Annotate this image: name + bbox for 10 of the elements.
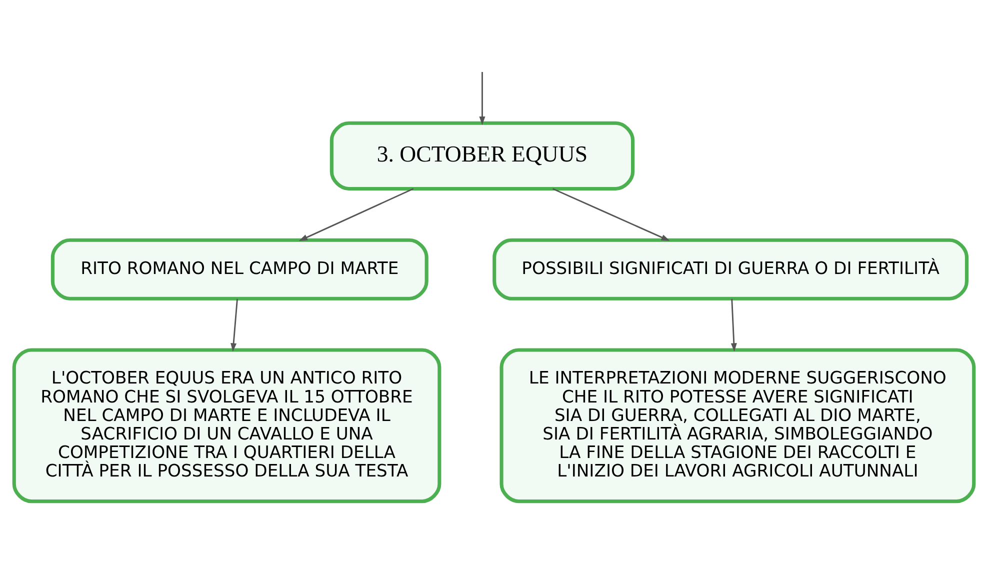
arrow — [552, 188, 670, 240]
node-box: 3. OCTOBER EQUUS — [330, 120, 635, 190]
node-box: L'OCTOBER EQUUS ERA UN ANTICO RITO ROMANO CHE SI SVOLGEVA IL 15 OTTOBRE NEL CAMPO DI MARTE E INCLUDEVA IL SACRIFICIO DI UN CAVALLO E UNA COMPETIZIONE TRA I QUARTIERI DELLA CITTÀ PER IL POSSESSO DELLA SUA TESTA — [12, 348, 442, 503]
node-box: POSSIBILI SIGNIFICATI DI GUERRA O DI FERTILITÀ — [492, 238, 968, 300]
node-box: LE INTERPRETAZIONI MODERNE SUGGERISCONO CHE IL RITO POTESSE AVERE SIGNIFICATI SIA DI GUERRA, COLLEGATI AL DIO MARTE, SIA DI FERTILITÀ AGRARIA, SIMBOLEGGIANDO LA FINE DELLA STAGIONE DEI RACCOLTI E L'INIZIO DEI LAVORI AGRICOLI AUTUNNALI — [500, 348, 976, 503]
arrow — [730, 298, 737, 352]
arrow — [298, 188, 414, 240]
arrow — [230, 298, 238, 352]
arrow — [479, 71, 486, 125]
node-box: RITO ROMANO NEL CAMPO DI MARTE — [50, 238, 428, 300]
